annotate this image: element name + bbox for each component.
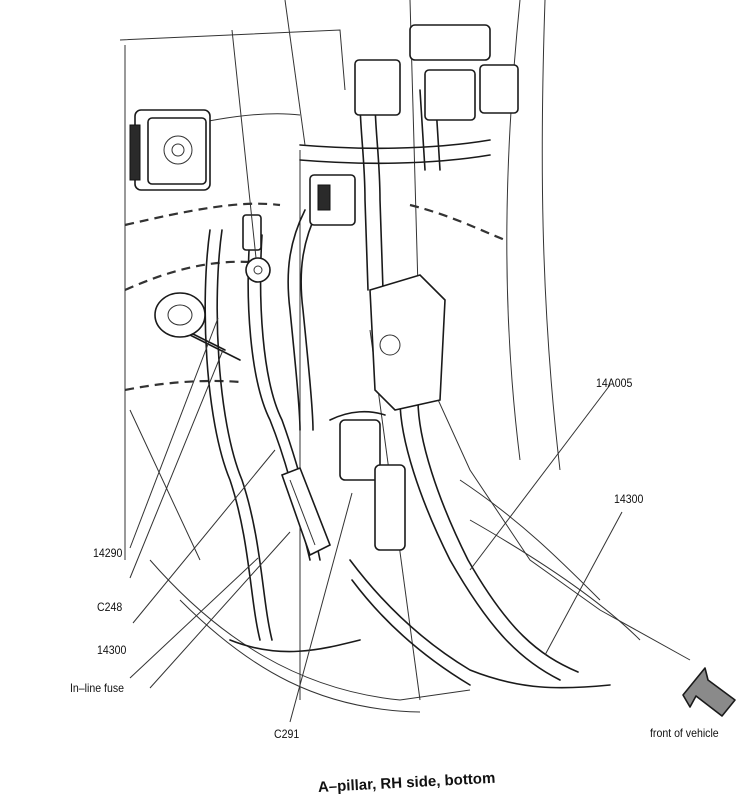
label-c248: C248 [97,600,123,614]
multi-pin-connector [129,109,211,191]
front-arrow-icon [682,667,736,717]
relay-box [339,274,446,551]
label-c291: C291 [274,727,300,741]
in-line-fuse-holder [280,466,332,557]
ground-terminal [242,214,271,283]
top-connectors [309,24,519,226]
label-14300-right: 14300 [614,492,644,506]
label-14290: 14290 [93,546,123,560]
label-14300-left: 14300 [97,643,127,657]
grommet [154,292,206,338]
label-14a005: 14A005 [596,376,633,390]
label-front-of-vehicle: front of vehicle [650,726,719,740]
label-in-line-fuse: In–line fuse [70,681,125,695]
leader-lines [129,0,623,723]
